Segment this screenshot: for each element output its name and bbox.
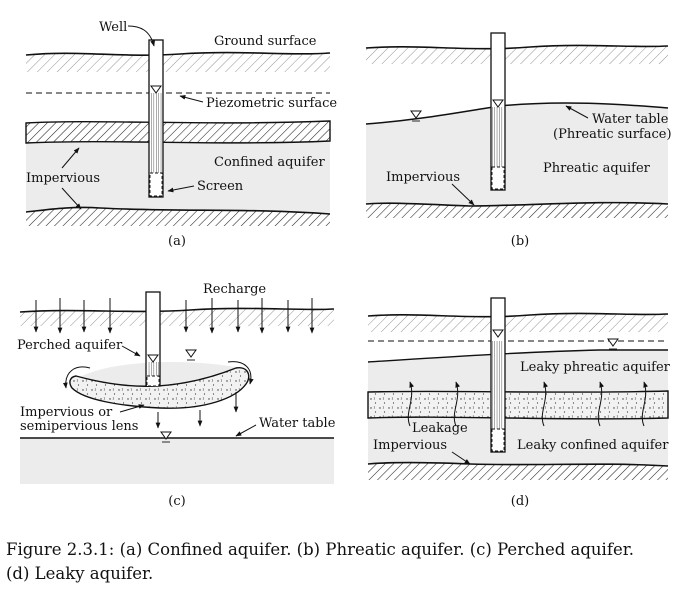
phreatic-surface-label: (Phreatic surface) xyxy=(553,127,672,142)
panel-a: Well Ground surface Piezometric surface … xyxy=(25,20,337,249)
ground-hatch-b xyxy=(366,45,668,64)
panel-d: Leaky phreatic aquifer Leakage Imperviou… xyxy=(367,297,671,509)
leaky-phreatic-fill xyxy=(368,350,668,392)
ground-surface-line-d xyxy=(367,312,669,318)
recharge-arrows xyxy=(33,298,315,334)
semipervious-layer xyxy=(367,390,669,420)
impervious-leader-d xyxy=(451,451,471,465)
ground-hatch-a xyxy=(26,52,330,72)
well-leader xyxy=(127,25,156,47)
lower-impervious-line-b xyxy=(365,201,669,207)
lower-impervious-a xyxy=(26,207,330,226)
well-screen-a xyxy=(149,172,163,197)
water-table-leader xyxy=(565,105,589,119)
lens-label-line1: Impervious or xyxy=(20,405,113,420)
leakage-label: Leakage xyxy=(412,421,468,436)
water-table-symbol-b xyxy=(410,110,422,119)
figure-caption: Figure 2.3.1: (a) Confined aquifer. (b) … xyxy=(6,538,682,586)
leaky-confined-label: Leaky confined aquifer xyxy=(517,438,669,453)
lower-aquifer-fill-c xyxy=(20,438,334,484)
water-table-leader-c xyxy=(235,424,257,437)
ground-surface-line-a xyxy=(25,51,331,56)
well-screen-d xyxy=(491,428,505,452)
lower-impervious-b xyxy=(366,202,668,218)
screen-label: Screen xyxy=(197,179,244,194)
ground-hatch-d xyxy=(368,313,668,332)
water-level-symbol-a xyxy=(150,85,162,94)
downward-arrows-c xyxy=(155,392,239,429)
impervious-lens xyxy=(69,367,250,409)
phreatic-aquifer-fill xyxy=(366,102,668,206)
panel-b-label: (b) xyxy=(511,234,529,249)
well-water-c xyxy=(147,362,159,376)
screen-leader xyxy=(167,185,195,193)
water-table-symbol-d xyxy=(607,338,619,347)
caption-line-1: Figure 2.3.1: (a) Confined aquifer. (b) … xyxy=(6,540,635,559)
well-water-b xyxy=(492,107,504,167)
panel-a-label: (a) xyxy=(168,234,186,249)
panel-c: Recharge Perched aquifer Impervious or s… xyxy=(17,282,336,509)
ground-surface-line-b xyxy=(365,44,669,50)
water-level-symbol-c xyxy=(147,354,159,363)
upper-confining-layer xyxy=(25,120,331,144)
well-water-a xyxy=(150,93,162,173)
lens-leader xyxy=(119,404,145,413)
impervious-label-b: Impervious xyxy=(386,170,460,185)
leaky-phreatic-label: Leaky phreatic aquifer xyxy=(520,360,671,375)
water-table-label-b: Water table xyxy=(592,112,669,127)
lens-label-line2: semipervious lens xyxy=(20,419,138,434)
panel-b: Water table (Phreatic surface) Phreatic … xyxy=(365,32,672,249)
panel-d-label: (d) xyxy=(511,494,529,509)
perched-table-symbol xyxy=(185,349,197,358)
lower-impervious-d xyxy=(368,462,668,480)
impervious-label-a: Impervious xyxy=(26,171,100,186)
perched-aquifer-label: Perched aquifer xyxy=(17,338,123,353)
impervious-leader-b xyxy=(451,183,475,206)
water-level-symbol-d xyxy=(492,329,504,338)
confined-aquifer-label: Confined aquifer xyxy=(214,155,325,170)
water-table-label-c: Water table xyxy=(259,416,336,431)
impervious-label-d: Impervious xyxy=(373,438,447,453)
ground-surface-line-c xyxy=(19,307,335,313)
lower-impervious-line-a xyxy=(25,206,331,215)
overflow-arrow-right xyxy=(227,361,254,385)
well-water-d xyxy=(492,341,504,429)
overflow-arrow-left xyxy=(62,366,91,389)
well-label: Well xyxy=(99,20,127,35)
piezometric-surface-label: Piezometric surface xyxy=(206,96,337,111)
phreatic-aquifer-label: Phreatic aquifer xyxy=(543,161,651,176)
piezometric-leader xyxy=(179,95,204,103)
caption-line-2: (d) Leaky aquifer. xyxy=(6,564,154,583)
recharge-label: Recharge xyxy=(203,282,266,297)
well-screen-c xyxy=(146,375,160,387)
perched-aquifer-leader xyxy=(121,345,141,357)
lower-impervious-line-d xyxy=(367,461,669,467)
ground-surface-label: Ground surface xyxy=(214,34,317,49)
water-table-line-d xyxy=(367,349,668,363)
impervious-leader-up-a xyxy=(61,147,80,169)
well-screen-b xyxy=(491,166,505,190)
panel-c-label: (c) xyxy=(168,494,185,509)
leaky-confined-fill xyxy=(368,418,668,466)
leakage-arrows xyxy=(407,381,648,427)
water-table-symbol-c xyxy=(160,431,172,440)
figure-2-3-1: Well Ground surface Piezometric surface … xyxy=(17,20,672,509)
confined-aquifer-fill xyxy=(26,141,330,214)
ground-hatch-c xyxy=(20,308,334,326)
impervious-leader-down-a xyxy=(61,187,82,210)
water-level-symbol-b xyxy=(492,99,504,108)
